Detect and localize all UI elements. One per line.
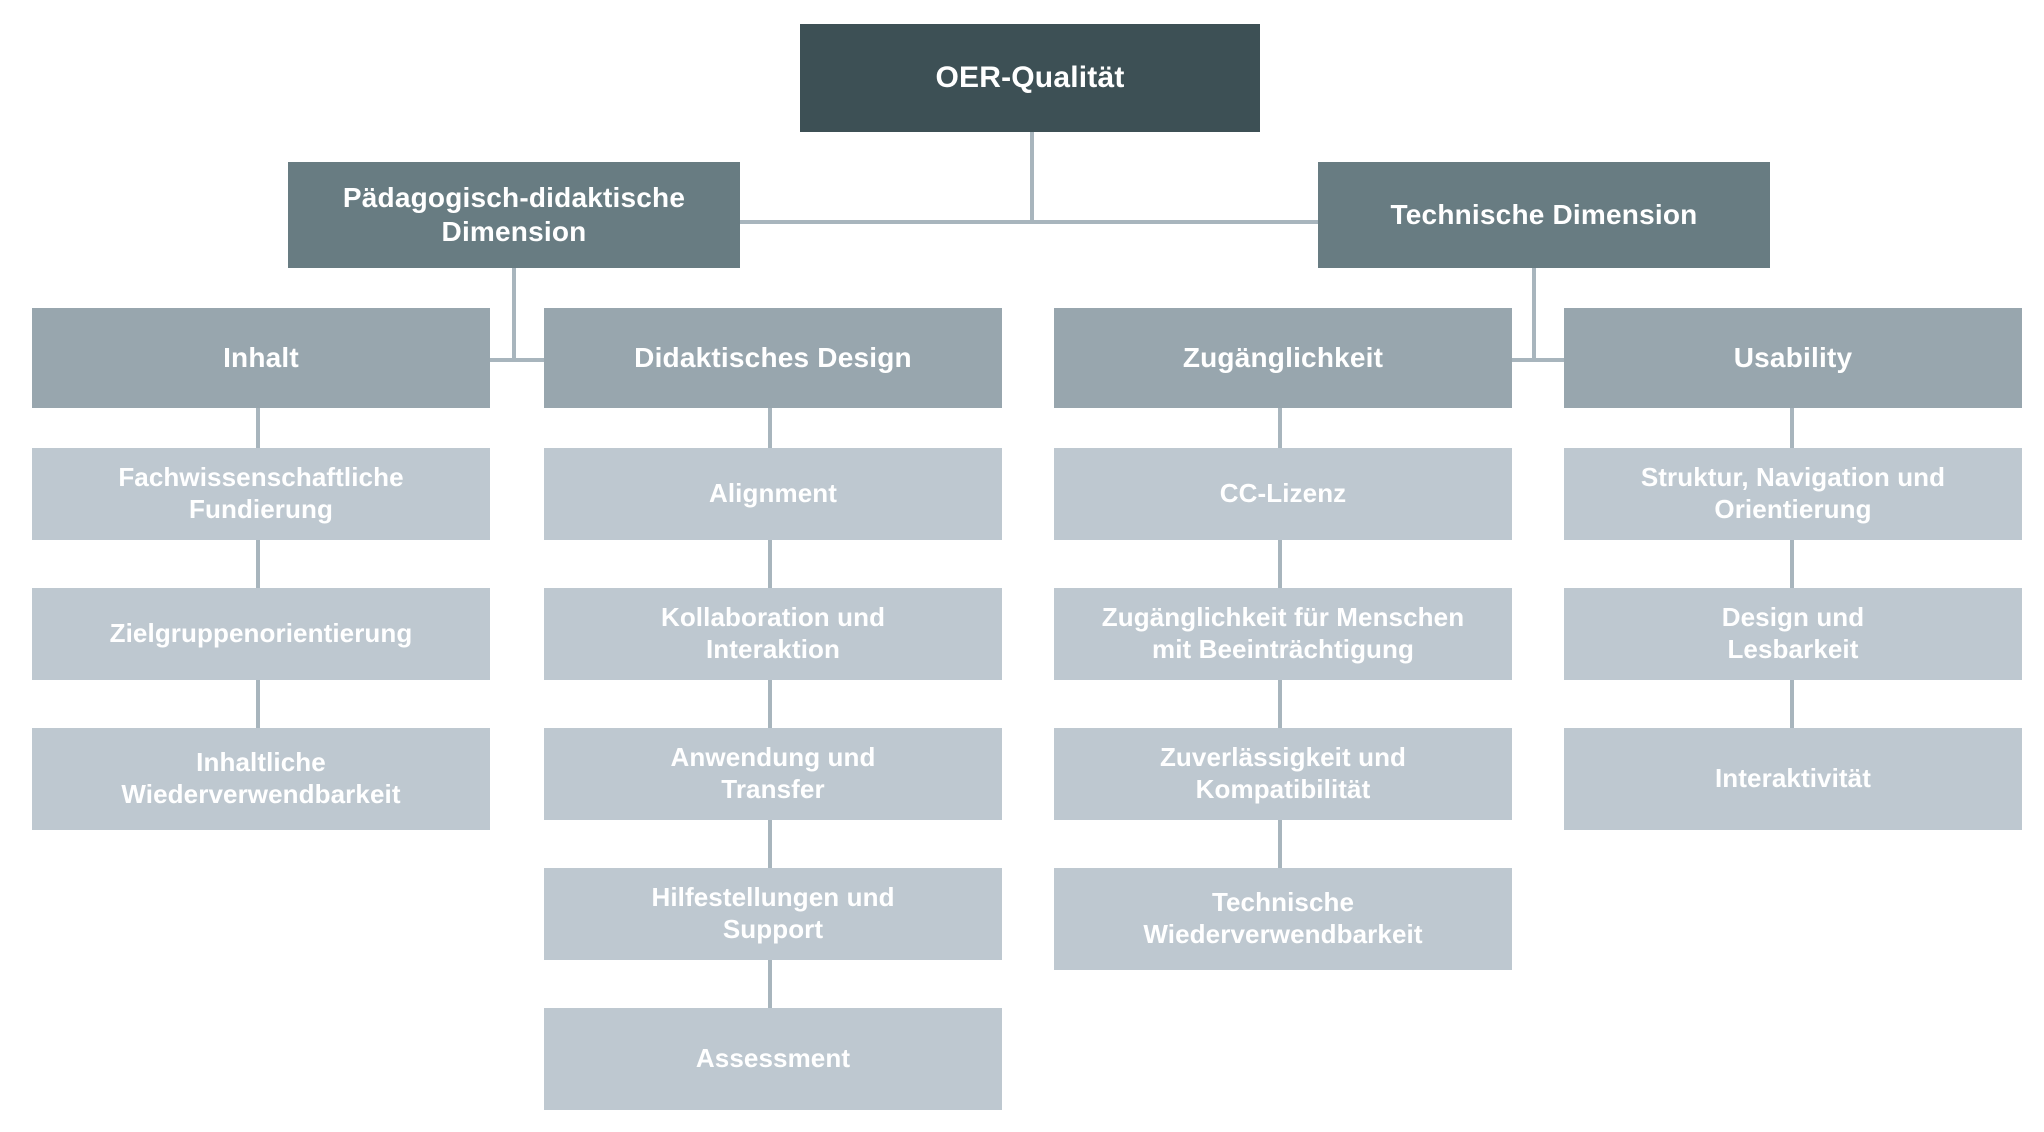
node-category-zugaenglichkeit[interactable]: Zugänglichkeit: [1054, 308, 1512, 408]
node-label: OER-Qualität: [935, 60, 1125, 94]
node-criterion-hilfestellungen-und-support[interactable]: Hilfestellungen und Support: [544, 868, 1002, 960]
connector-root-stem: [1030, 132, 1034, 222]
node-dimension-paedagogisch-didaktisch[interactable]: Pädagogisch-didaktische Dimension: [288, 162, 740, 268]
node-dimension-technisch[interactable]: Technische Dimension: [1318, 162, 1770, 268]
node-criterion-zielgruppenorientierung[interactable]: Zielgruppenorientierung: [32, 588, 490, 680]
node-criterion-zugaenglichkeit-beeintraechtigung[interactable]: Zugänglichkeit für Menschen mit Beeinträ…: [1054, 588, 1512, 680]
node-label: Fachwissenschaftliche Fundierung: [118, 462, 404, 524]
node-criterion-assessment[interactable]: Assessment: [544, 1008, 1002, 1110]
connector-right-category-bus: [1510, 358, 1566, 362]
node-label: Struktur, Navigation und Orientierung: [1640, 462, 1946, 524]
node-label: CC-Lizenz: [1219, 478, 1347, 509]
node-category-inhalt[interactable]: Inhalt: [32, 308, 490, 408]
node-label: Pädagogisch-didaktische Dimension: [342, 181, 686, 247]
node-label: Alignment: [708, 478, 837, 509]
node-label: Design und Lesbarkeit: [1721, 602, 1865, 664]
connector-dimension-bus: [738, 220, 1322, 224]
node-category-usability[interactable]: Usability: [1564, 308, 2022, 408]
node-label: Usability: [1733, 341, 1853, 373]
node-category-didaktisches-design[interactable]: Didaktisches Design: [544, 308, 1002, 408]
node-criterion-inhaltliche-wiederverwendbarkeit[interactable]: Inhaltliche Wiederverwendbarkeit: [32, 728, 490, 830]
node-criterion-interaktivitaet[interactable]: Interaktivität: [1564, 728, 2022, 830]
node-label: Technische Dimension: [1390, 198, 1698, 230]
node-label: Assessment: [695, 1043, 851, 1074]
node-label: Hilfestellungen und Support: [651, 882, 895, 944]
node-criterion-kollaboration-und-interaktion[interactable]: Kollaboration und Interaktion: [544, 588, 1002, 680]
node-criterion-anwendung-und-transfer[interactable]: Anwendung und Transfer: [544, 728, 1002, 820]
node-root-oer-qualitaet[interactable]: OER-Qualität: [800, 24, 1260, 132]
node-criterion-struktur-navigation-orientierung[interactable]: Struktur, Navigation und Orientierung: [1564, 448, 2022, 540]
node-criterion-alignment[interactable]: Alignment: [544, 448, 1002, 540]
node-label: Inhalt: [223, 341, 299, 373]
node-label: Zugänglichkeit: [1182, 341, 1384, 373]
connector-left-dimension-stem: [512, 268, 516, 360]
node-label: Technische Wiederverwendbarkeit: [1143, 887, 1423, 949]
node-label: Zielgruppenorientierung: [109, 618, 413, 649]
node-label: Inhaltliche Wiederverwendbarkeit: [121, 747, 401, 809]
connector-right-dimension-stem: [1532, 268, 1536, 360]
connector-left-category-bus: [490, 358, 546, 362]
node-criterion-technische-wiederverwendbarkeit[interactable]: Technische Wiederverwendbarkeit: [1054, 868, 1512, 970]
node-label: Interaktivität: [1714, 763, 1871, 794]
node-label: Kollaboration und Interaktion: [660, 602, 886, 664]
node-label: Zuverlässigkeit und Kompatibilität: [1159, 742, 1407, 804]
node-criterion-zuverlaessigkeit-und-kompatibilitaet[interactable]: Zuverlässigkeit und Kompatibilität: [1054, 728, 1512, 820]
node-label: Didaktisches Design: [634, 341, 912, 373]
node-criterion-fachwissenschaftliche-fundierung[interactable]: Fachwissenschaftliche Fundierung: [32, 448, 490, 540]
node-criterion-design-und-lesbarkeit[interactable]: Design und Lesbarkeit: [1564, 588, 2022, 680]
node-label: Anwendung und Transfer: [670, 742, 876, 804]
node-label: Zugänglichkeit für Menschen mit Beeinträ…: [1101, 602, 1465, 664]
node-criterion-cc-lizenz[interactable]: CC-Lizenz: [1054, 448, 1512, 540]
